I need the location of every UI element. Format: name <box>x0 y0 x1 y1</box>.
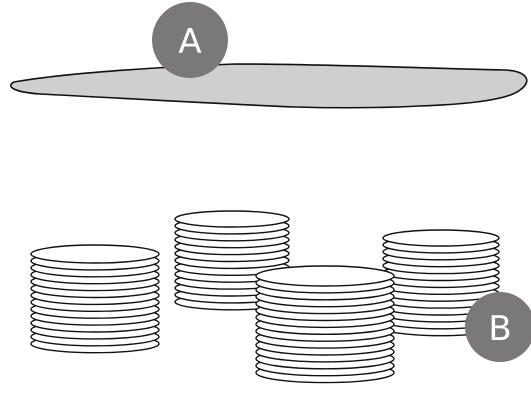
coin-stack-front <box>255 265 395 384</box>
tray-plate <box>9 63 528 109</box>
callout-a-circle <box>152 2 228 78</box>
callout-b-label: B <box>488 309 511 349</box>
coin-stacks <box>30 210 500 384</box>
callout-b: B <box>465 292 531 362</box>
coin <box>255 265 395 287</box>
coin <box>30 244 160 264</box>
coin <box>382 229 500 247</box>
callout-a-label: A <box>178 22 201 62</box>
callout-b-circle <box>465 292 531 362</box>
coin <box>174 210 290 228</box>
callout-a: A <box>152 2 228 78</box>
coin-stack-left <box>30 244 160 354</box>
